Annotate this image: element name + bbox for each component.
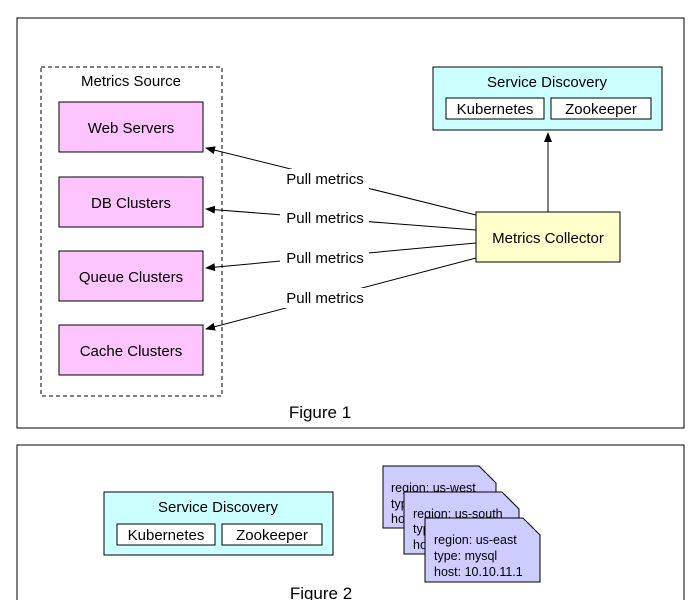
service-discovery-fig2: Service Discovery Kubernetes Zookeeper <box>103 491 334 556</box>
zookeeper-label: Zookeeper <box>565 101 637 118</box>
source-label: DB Clusters <box>91 195 171 212</box>
source-queue-clusters: Queue Clusters <box>58 250 204 302</box>
source-label: Cache Clusters <box>80 343 183 360</box>
figure2-caption: Figure 2 <box>290 584 352 600</box>
kubernetes-label: Kubernetes <box>128 527 205 544</box>
metrics-collector-box <box>475 211 621 263</box>
source-label: Queue Clusters <box>79 269 183 286</box>
zookeeper-box <box>221 523 323 546</box>
metrics-source-label: Metrics Source <box>81 73 181 90</box>
source-box <box>58 324 204 376</box>
source-web-servers: Web Servers <box>58 101 204 153</box>
doc-shape <box>424 517 541 583</box>
pull-label-bg <box>280 248 369 268</box>
kubernetes-box <box>445 97 545 120</box>
metrics-collector-label: Metrics Collector <box>492 230 604 247</box>
pull-metrics-label: Pull metrics <box>286 250 364 267</box>
pull-metrics-label: Pull metrics <box>286 290 364 307</box>
pull-label-bg <box>280 288 369 308</box>
doc-line: region: us-east <box>434 533 517 547</box>
source-box <box>58 250 204 302</box>
service-discovery-title: Service Discovery <box>487 74 608 91</box>
doc-line: type: mysql <box>434 549 497 563</box>
pull-metrics-label: Pull metrics <box>286 171 364 188</box>
zookeeper-box <box>550 97 652 120</box>
zookeeper-label: Zookeeper <box>236 527 308 544</box>
source-box <box>58 176 204 228</box>
kubernetes-label: Kubernetes <box>457 101 534 118</box>
pull-label-bg <box>280 169 369 189</box>
metrics-collector: Metrics Collector <box>475 211 621 263</box>
figure1-caption: Figure 1 <box>289 403 351 422</box>
service-discovery-fig1: Service Discovery Kubernetes Zookeeper <box>432 66 663 131</box>
doc-line: host: 10.10.11.1 <box>434 565 523 579</box>
kubernetes-box <box>116 523 216 546</box>
pull-label-bg <box>280 208 369 228</box>
pull-metrics-label: Pull metrics <box>286 210 364 227</box>
service-discovery-title: Service Discovery <box>158 499 279 516</box>
metrics-source-group <box>40 66 223 397</box>
source-cache-clusters: Cache Clusters <box>58 324 204 376</box>
doc-us-east: region: us-east type: mysql host: 10.10.… <box>424 517 541 583</box>
source-box <box>58 101 204 153</box>
source-label: Web Servers <box>88 120 174 137</box>
source-db-clusters: DB Clusters <box>58 176 204 228</box>
